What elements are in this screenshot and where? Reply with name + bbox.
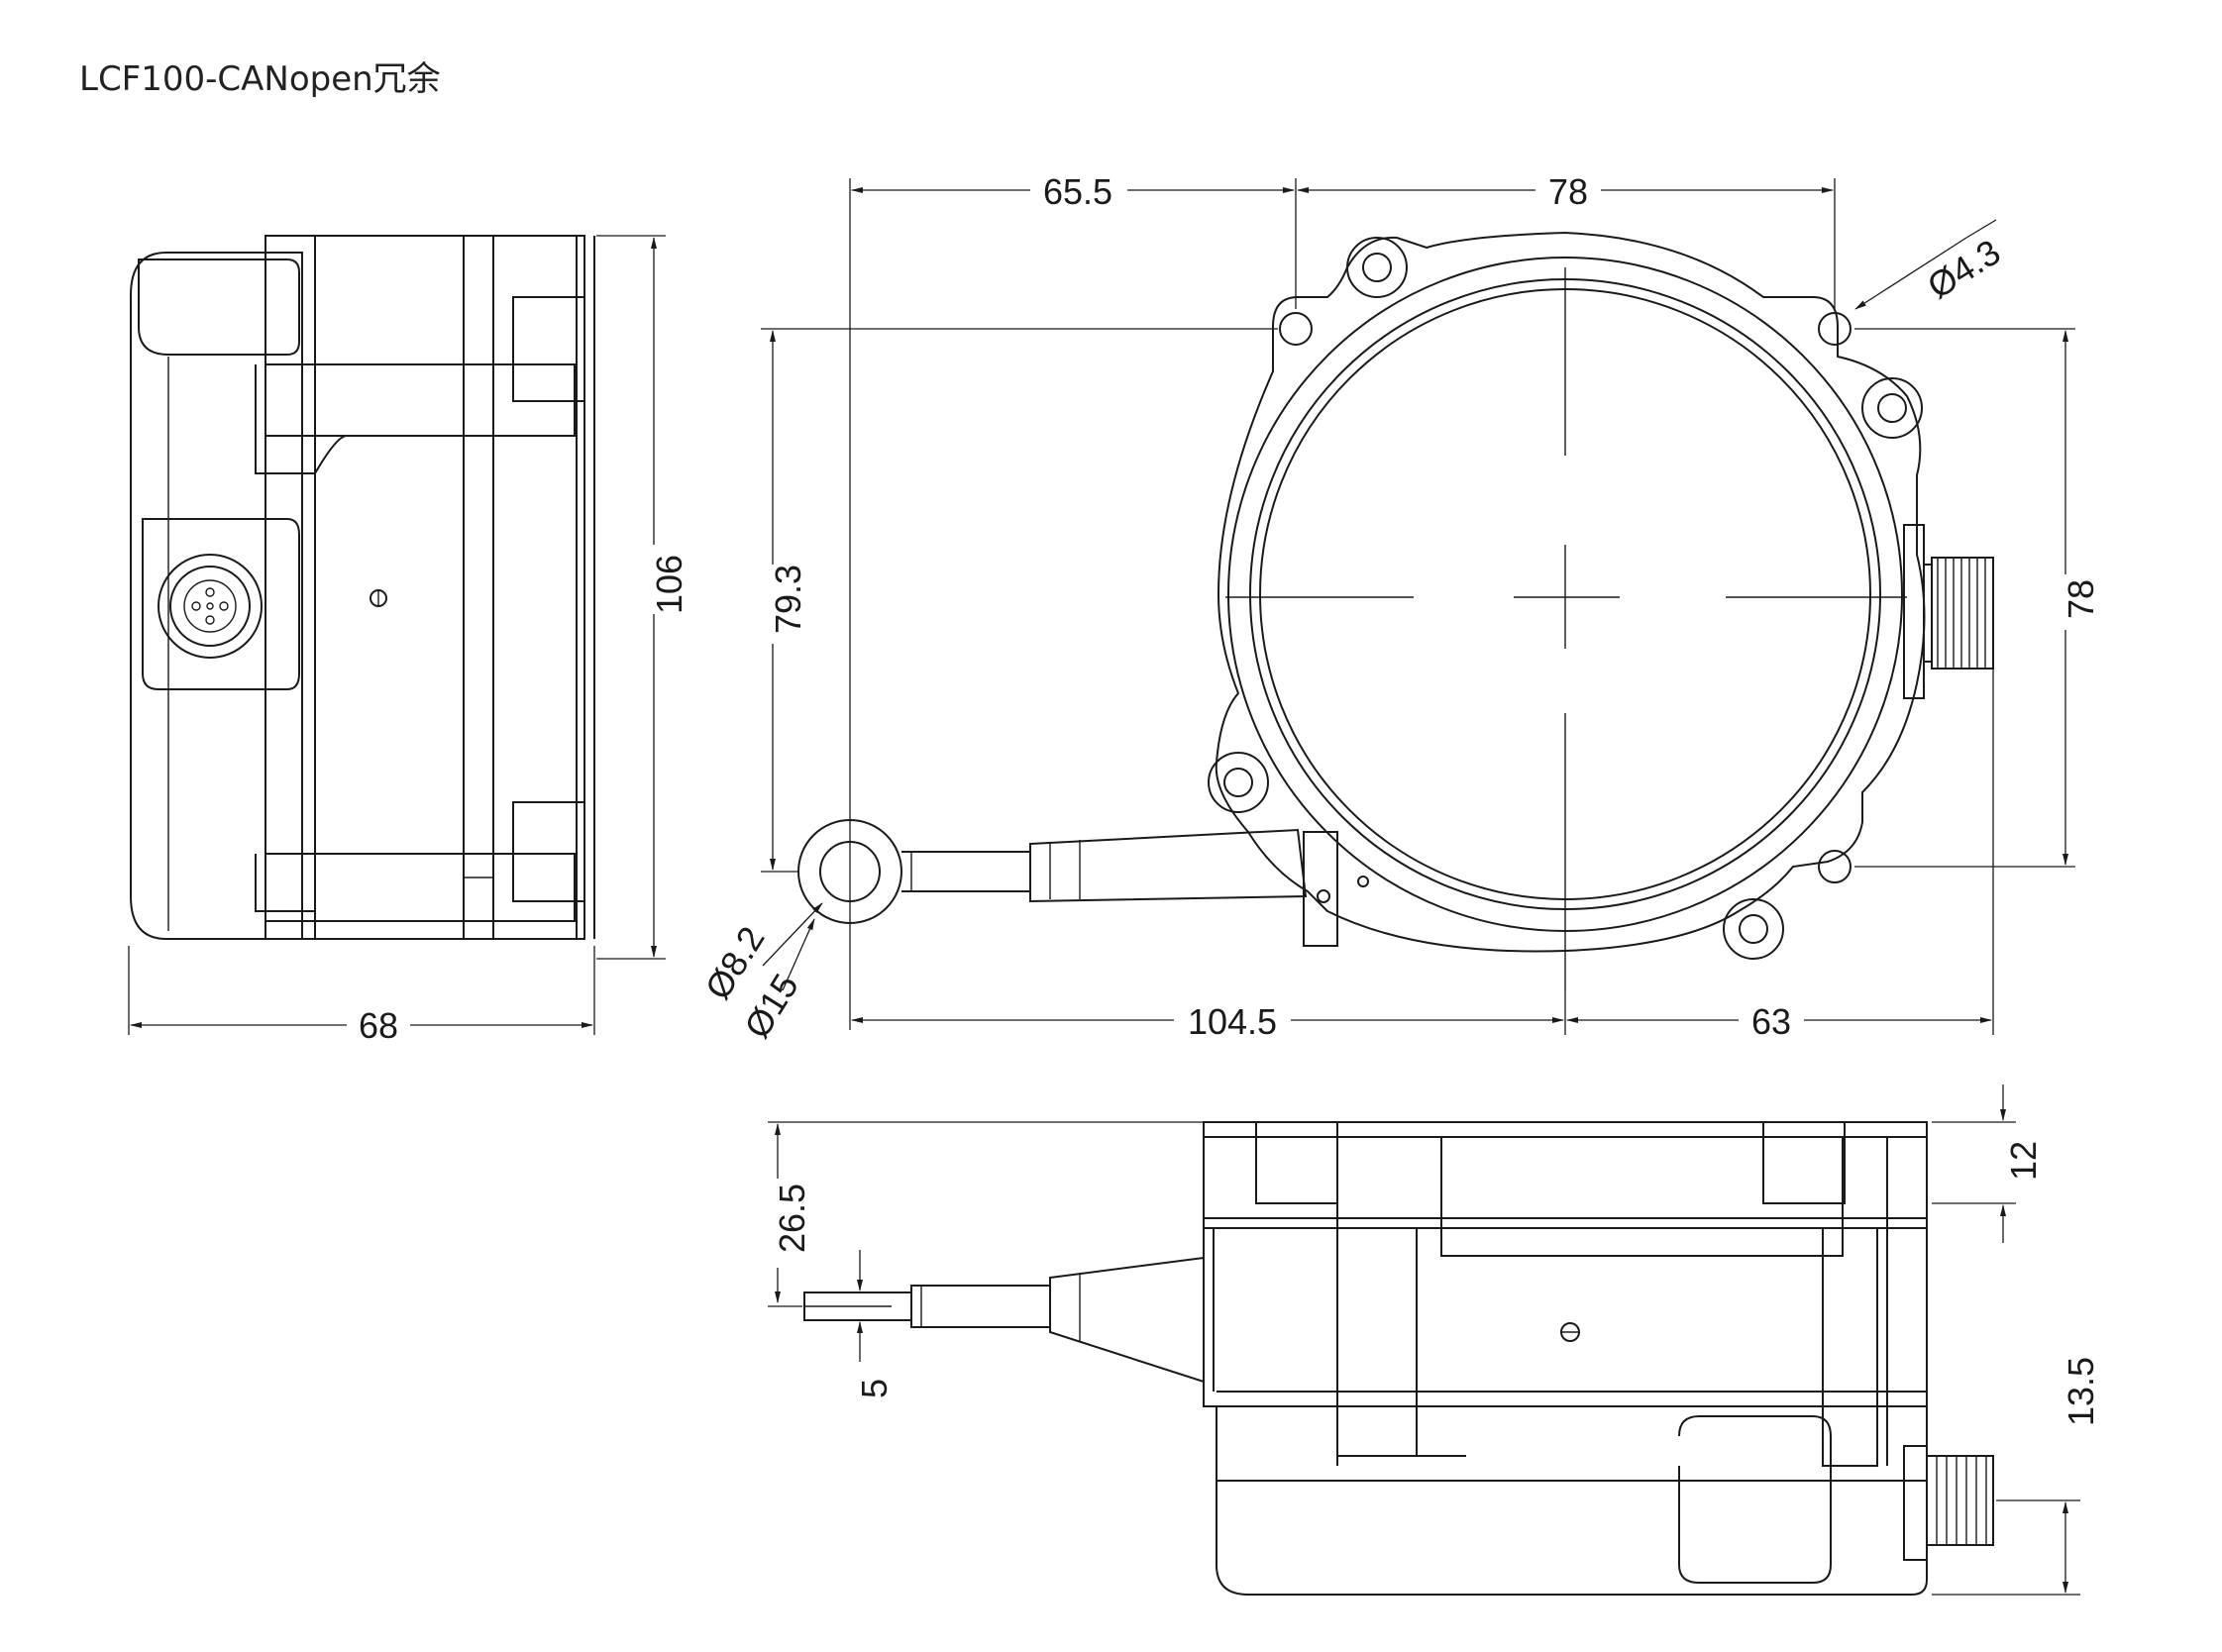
dimension-labels: 65.5 78 Ø4.3 106 79.3 78 Ø8.2 Ø15 68 104… [347, 170, 2101, 1441]
dim-26-5: 26.5 [772, 1184, 812, 1253]
drawing-title: LCF100-CANopen冗余 [79, 59, 441, 99]
dim-78-right: 78 [2061, 579, 2101, 619]
dim-79-3: 79.3 [768, 565, 808, 634]
dim-dia-4-3: Ø4.3 [1920, 231, 2007, 306]
bottom-view [768, 1084, 2080, 1596]
dim-12: 12 [2003, 1141, 2044, 1181]
front-view [761, 178, 2075, 1035]
dim-13-5: 13.5 [2061, 1357, 2101, 1426]
dim-65-5: 65.5 [1043, 171, 1112, 212]
dim-78-top: 78 [1548, 171, 1588, 212]
dim-68: 68 [359, 1005, 398, 1046]
dim-104-5: 104.5 [1188, 1001, 1277, 1042]
dim-106: 106 [649, 555, 689, 614]
dim-5: 5 [854, 1379, 895, 1398]
dim-63: 63 [1751, 1001, 1791, 1042]
side-view [128, 235, 666, 1035]
